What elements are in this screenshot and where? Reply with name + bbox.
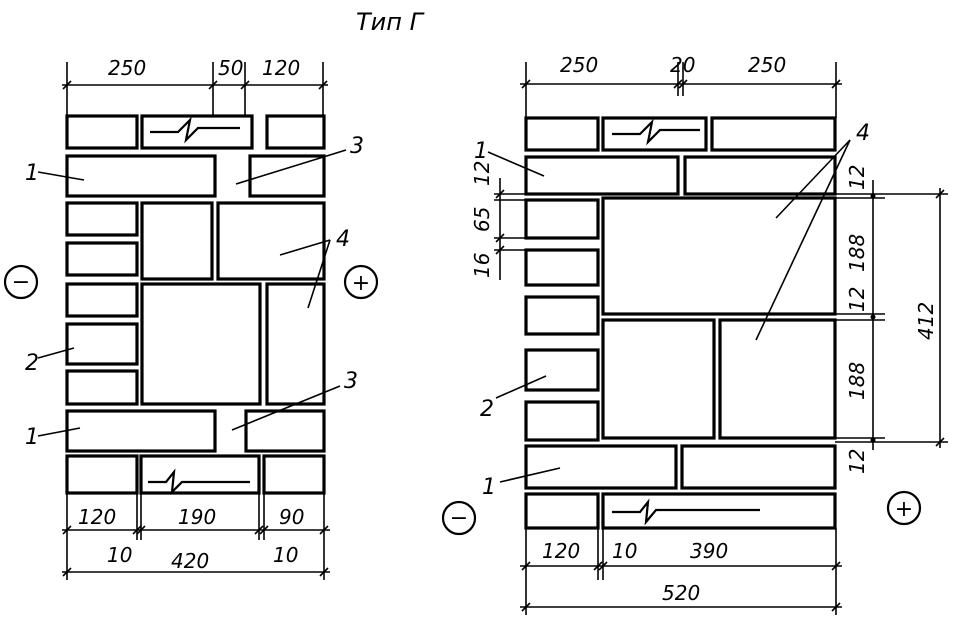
brick (139, 454, 261, 495)
brick (65, 154, 217, 198)
break-line (148, 468, 250, 495)
brick (524, 295, 600, 336)
left-label-2: 2 (25, 351, 39, 376)
brick (65, 114, 139, 150)
brick (65, 201, 139, 237)
right-diagram: 250 20 250 12 65 16 12 188 12 188 12 (441, 53, 948, 615)
brick (65, 409, 217, 453)
break-line (612, 498, 760, 526)
right-bottom-dim-520: 520 (662, 581, 700, 605)
left-top-dim-50: 50 (218, 56, 243, 80)
brick (140, 282, 262, 406)
right-right-dim-12c: 12 (845, 449, 869, 474)
brick (216, 201, 326, 281)
brick (680, 444, 837, 490)
left-label-4: 4 (336, 227, 350, 252)
minus-sign-icon (441, 500, 477, 536)
plus-sign-icon (886, 490, 922, 526)
right-label-2: 2 (480, 397, 494, 422)
right-top-dim-20: 20 (670, 53, 695, 77)
brick (265, 114, 326, 150)
right-right-dim-12a: 12 (845, 165, 869, 190)
right-left-dim-12: 12 (470, 161, 494, 186)
minus-sign-icon (3, 264, 39, 300)
left-diagram: 250 50 120 120 190 90 10 420 10 1 2 1 3 (3, 56, 379, 580)
drawing-title: Тип Г (356, 8, 425, 36)
brick (710, 116, 837, 152)
right-overall-height-412: 412 (914, 302, 938, 340)
left-label-3b: 3 (344, 369, 358, 394)
brick (65, 369, 139, 406)
brick (262, 454, 326, 495)
right-left-dim-16: 16 (470, 253, 494, 278)
right-label-1b: 1 (482, 475, 496, 500)
right-label-1a: 1 (474, 139, 488, 164)
right-right-dim-188a: 188 (845, 234, 869, 272)
left-bottom-dim-10a: 10 (107, 543, 132, 567)
right-top-dim-250a: 250 (560, 53, 598, 77)
right-right-dim-12b: 12 (845, 287, 869, 312)
brick (524, 116, 600, 152)
right-left-dim-65: 65 (470, 207, 494, 232)
svg-text:+: + (352, 271, 370, 296)
left-bottom-dim-10b: 10 (273, 543, 298, 567)
brick (65, 322, 139, 366)
svg-text:−: − (12, 270, 30, 295)
brick (524, 198, 600, 240)
right-bottom-dim-120: 120 (542, 539, 580, 563)
right-top-dim-250b: 250 (748, 53, 786, 77)
left-label-3a: 3 (350, 134, 364, 159)
brick (524, 155, 680, 196)
brick (601, 196, 837, 316)
left-bottom-dim-90: 90 (279, 505, 304, 529)
brick (683, 155, 837, 196)
plus-sign-icon (343, 264, 379, 300)
brick (524, 444, 678, 490)
brick (140, 201, 214, 281)
left-top-dim-120: 120 (262, 56, 300, 80)
brick (65, 454, 139, 495)
right-label-4: 4 (856, 121, 870, 146)
break-line (612, 118, 700, 146)
brick (244, 409, 326, 453)
brick (524, 492, 600, 530)
brick (524, 248, 600, 287)
left-bottom-dim-420: 420 (171, 549, 209, 573)
brick (601, 318, 716, 440)
brick (65, 282, 139, 318)
brick (524, 400, 600, 442)
right-bottom-dim-10: 10 (612, 539, 637, 563)
break-line (150, 116, 240, 144)
brick (718, 318, 837, 440)
left-top-dim-250: 250 (108, 56, 146, 80)
brick (524, 348, 600, 392)
svg-text:−: − (450, 506, 468, 531)
brick (265, 282, 326, 406)
svg-text:+: + (895, 497, 913, 522)
left-label-1b: 1 (25, 425, 39, 450)
left-bottom-dim-120: 120 (78, 505, 116, 529)
brick (65, 241, 139, 277)
left-bottom-dim-190: 190 (178, 505, 216, 529)
right-right-dim-188b: 188 (845, 362, 869, 400)
right-bottom-dim-390: 390 (690, 539, 728, 563)
left-label-1a: 1 (25, 161, 39, 186)
